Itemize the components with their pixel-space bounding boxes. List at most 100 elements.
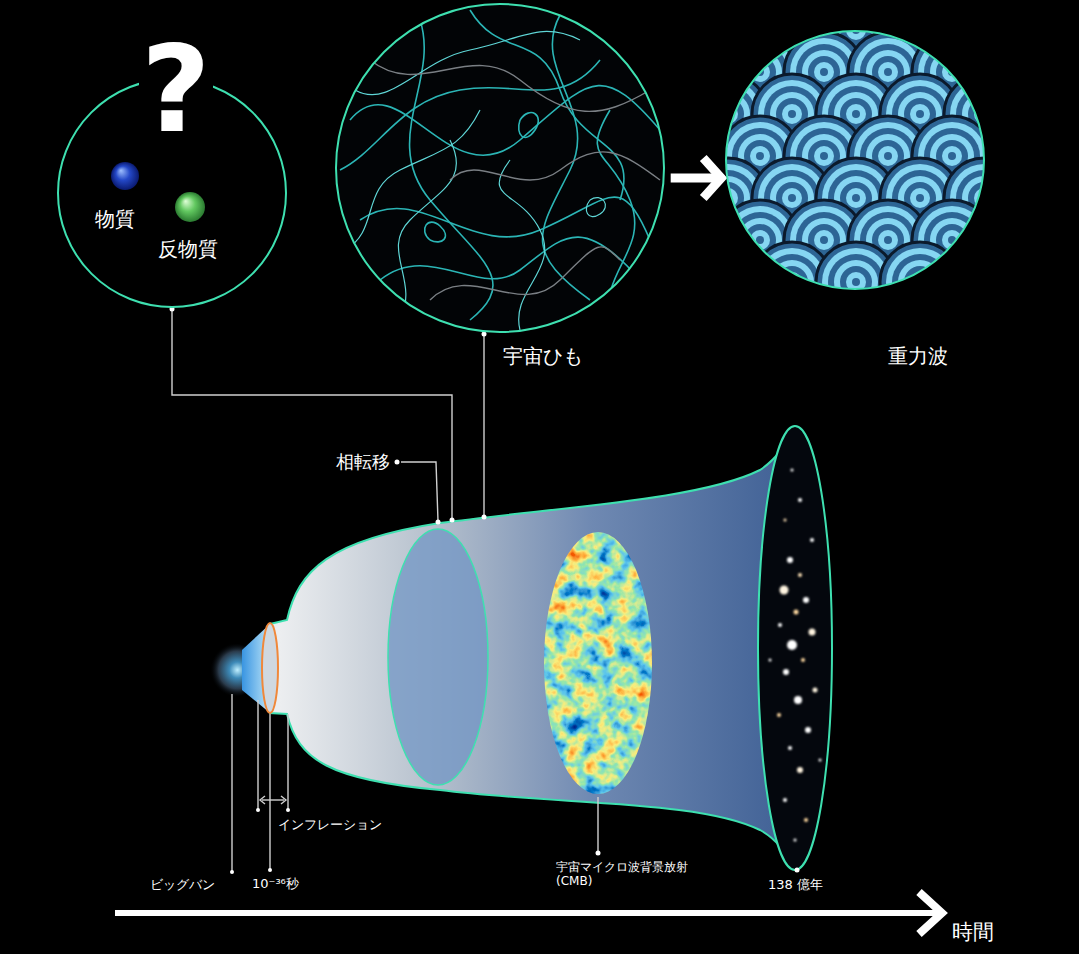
circle-heading: 重力波 [888,344,948,368]
time-axis-label: 時間 [952,920,994,945]
galaxies [787,640,797,650]
time-axis-arrow [919,892,942,934]
cosmic-strings [499,160,545,330]
cmb-map [540,528,660,800]
galaxies [798,573,802,577]
time-axis-arrow [115,910,938,916]
cosmic-strings [336,4,664,332]
gravity-wave-pattern [656,32,736,112]
galaxy-field [758,426,832,870]
leader-dots [482,515,487,520]
galaxies [769,659,772,662]
leader-dots [395,460,400,465]
gravity-wave-pattern [944,0,1024,70]
cmb-label: 宇宙マイクロ波背景放射 (CMB) [556,860,706,889]
circle-outline [335,3,665,333]
leader-lines [257,700,258,810]
gravity-wave-pattern [688,0,768,70]
gravity-wave-pattern [944,242,1024,322]
galaxies [794,839,797,842]
antimatter-label: 反物質 [158,237,218,261]
leader-dots [596,851,601,856]
time-mark-label: 10⁻³⁶秒 [252,876,299,892]
matter-antimatter-balls [111,162,139,190]
arrow-head [703,158,721,198]
cosmic-strings [450,152,660,180]
gravity-wave-pattern [656,200,736,280]
galaxies [791,469,794,472]
galaxies [803,597,809,603]
galaxies [783,798,787,802]
age-label: 138 億年 [768,877,823,893]
gravity-wave-circle: 重力波 [725,30,985,290]
matter-antimatter-balls [175,192,205,222]
cosmic-strings [340,60,600,170]
leader-dots [268,868,272,872]
gravity-wave-pattern [688,242,768,322]
cosmic-strings [370,60,660,300]
cosmic-strings [350,86,660,156]
galaxies [777,713,781,717]
galaxies [819,759,822,762]
leader-lines [483,334,484,516]
galaxies [797,767,803,773]
big-bang-label: ビッグバン [150,877,215,893]
cosmic-strings [519,113,539,138]
phase-transition-label: 相転移 [336,451,390,473]
galaxies [769,469,822,842]
leader-dots [256,808,260,812]
gravity-wave-pattern [656,116,736,196]
leader-dots [795,868,800,873]
galaxies [810,538,814,542]
leader-lines [287,714,288,810]
galaxies [780,586,789,595]
galaxies [787,557,793,563]
arrow-shaft [671,174,718,183]
circle-outline [336,4,664,332]
question-mark: ? [139,30,213,150]
galaxies [798,498,802,502]
leader-lines [401,462,438,521]
time-axis-arrow [115,892,942,934]
phase-transition-slice [388,529,488,785]
galaxies [783,669,789,675]
leader-lines [597,797,598,852]
leader-lines [262,799,284,800]
cosmic-strings [370,60,650,111]
galaxies [794,696,802,704]
cosmic-strings [355,31,580,94]
galaxies [784,519,787,522]
inflation-label: インフレーション [278,817,382,833]
galaxies [809,629,816,636]
cosmic-strings [345,110,480,250]
galaxies [788,746,792,750]
cosmic-strings [340,10,660,320]
leader-lines [281,796,286,804]
leader-dots [286,808,290,812]
galaxies [794,610,799,615]
galaxies [805,727,811,733]
universe-cone [270,426,795,870]
cosmic-strings [430,247,620,300]
cosmic-strings [597,110,634,320]
leader-dots [450,518,455,523]
cosmic-strings [425,222,446,242]
cosmic-string-circle: 宇宙ひも [335,3,665,333]
inflation-end-ring [262,623,278,713]
cosmic-strings [380,237,640,280]
circle-outline [725,30,985,290]
leader-lines [172,309,598,872]
matter-antimatter-circle: ?物質反物質 [57,78,287,308]
cosmic-strings [336,4,664,332]
leader-dots [230,870,234,874]
galaxies [801,658,805,662]
galaxies [778,623,782,627]
galaxies [804,818,808,822]
leader-lines [231,694,232,872]
circle-heading: 宇宙ひも [503,344,583,368]
cosmic-strings [360,197,650,240]
gravity-wave-pattern [656,0,1024,322]
leader-dots [170,307,800,875]
leader-dots [436,520,441,525]
